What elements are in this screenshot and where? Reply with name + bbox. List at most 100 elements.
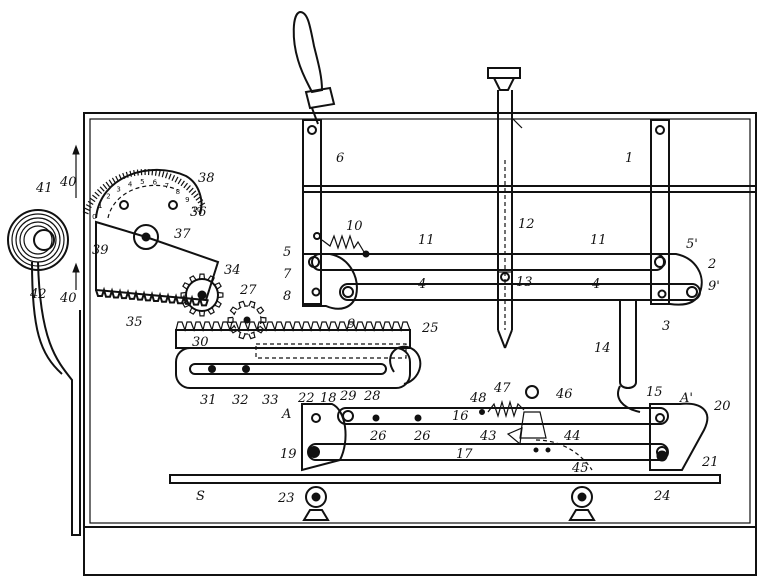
gear-tooth <box>189 307 197 315</box>
dial-tick <box>136 169 139 176</box>
label-A: A <box>281 407 291 422</box>
slide-bar-16 <box>337 407 669 425</box>
label-5: 5 <box>283 245 291 260</box>
label-48: 48 <box>469 391 487 406</box>
dial-tick <box>154 169 157 176</box>
label-13: 13 <box>516 275 533 290</box>
gear-tooth <box>207 275 215 283</box>
label-8: 8 <box>283 289 291 304</box>
label-21: 21 <box>701 455 719 470</box>
label-40b: 40 <box>59 291 77 306</box>
guide-1 <box>650 119 670 305</box>
dial-scale-number: 4 <box>128 180 133 188</box>
label-37: 37 <box>174 227 191 242</box>
gear-tooth <box>182 300 190 308</box>
gear-tooth <box>217 291 224 299</box>
label-42: 42 <box>29 287 47 302</box>
dial-tick <box>133 170 136 177</box>
dial-tick <box>115 175 119 182</box>
dial-tick <box>177 178 182 185</box>
dial-tick <box>89 197 96 203</box>
dial-tick <box>191 190 197 196</box>
dial-tick <box>125 171 129 178</box>
dial-tick <box>158 170 161 177</box>
dial-tick <box>171 175 176 181</box>
label-34: 34 <box>224 263 241 278</box>
dial-tick <box>151 169 154 176</box>
dial-tick <box>108 179 113 186</box>
dial-scale-number: 0 <box>92 213 96 221</box>
label-17: 17 <box>456 447 473 462</box>
label-11a: 11 <box>418 233 435 248</box>
paper-roll-41 <box>7 144 81 536</box>
gear-tooth <box>248 332 256 340</box>
guide-6 <box>302 119 322 305</box>
label-23: 23 <box>277 491 295 506</box>
dial-tick <box>82 210 89 215</box>
label-6: 6 <box>336 151 344 166</box>
label-16: 16 <box>452 409 469 424</box>
dial-tick <box>129 170 133 177</box>
label-33: 33 <box>262 393 279 408</box>
gear-tooth <box>198 310 206 317</box>
label-30: 30 <box>192 335 209 350</box>
gear-tooth <box>189 275 197 283</box>
label-39: 39 <box>92 243 109 258</box>
label-41: 41 <box>35 181 53 196</box>
gear-tooth <box>198 273 206 280</box>
gear-tooth <box>229 325 238 334</box>
label-25: 25 <box>421 321 439 336</box>
spring-48 <box>479 385 593 471</box>
label-9-prime: 9' <box>708 279 720 294</box>
label-4b: 4 <box>591 277 600 292</box>
bell-crank-right <box>650 253 703 306</box>
dial-tick <box>84 207 91 212</box>
label-28: 28 <box>363 389 381 404</box>
label-47: 47 <box>493 381 511 396</box>
label-38: 38 <box>198 171 215 186</box>
dial-tick <box>161 171 165 178</box>
gear-tooth <box>182 282 190 290</box>
dial-tick <box>122 172 126 179</box>
label-10: 10 <box>346 219 363 234</box>
label-S: S <box>196 489 205 504</box>
bell-crank-left <box>302 253 358 310</box>
dial-scale-number: 1 <box>98 202 102 210</box>
gear-tooth <box>180 291 187 299</box>
label-19: 19 <box>280 447 297 462</box>
top-rail <box>303 185 755 193</box>
label-26a: 26 <box>369 429 387 444</box>
dial-tick <box>111 177 116 184</box>
base-plate-S <box>169 474 721 484</box>
casing <box>83 112 757 576</box>
label-12: 12 <box>518 217 535 232</box>
wheel-right <box>568 486 596 521</box>
spring-10 <box>313 232 370 258</box>
gear-tooth <box>214 300 222 308</box>
bracket-A <box>301 403 347 472</box>
label-A-prime: A' <box>679 391 693 406</box>
dial-scale-number: 5 <box>140 178 144 186</box>
label-7: 7 <box>283 267 292 282</box>
dial-scale-number: 7 <box>165 182 169 190</box>
wheel-23 <box>302 486 330 521</box>
lever-handle <box>292 10 336 125</box>
label-36: 36 <box>190 205 207 220</box>
bracket-A-prime <box>617 385 709 471</box>
plunger-12 <box>487 67 523 349</box>
dial-scale-number: 9 <box>185 196 189 204</box>
label-32: 32 <box>232 393 249 408</box>
gear-tooth <box>248 300 256 308</box>
dial-tick <box>193 193 199 198</box>
gear-tooth <box>256 325 265 334</box>
label-3: 3 <box>662 319 670 334</box>
gear-tooth <box>238 332 246 340</box>
gear-tooth <box>227 316 234 324</box>
pinion-27 <box>227 300 267 340</box>
label-24: 24 <box>653 489 671 504</box>
label-40a: 40 <box>59 175 77 190</box>
label-15: 15 <box>646 385 663 400</box>
gear-tooth <box>214 282 222 290</box>
